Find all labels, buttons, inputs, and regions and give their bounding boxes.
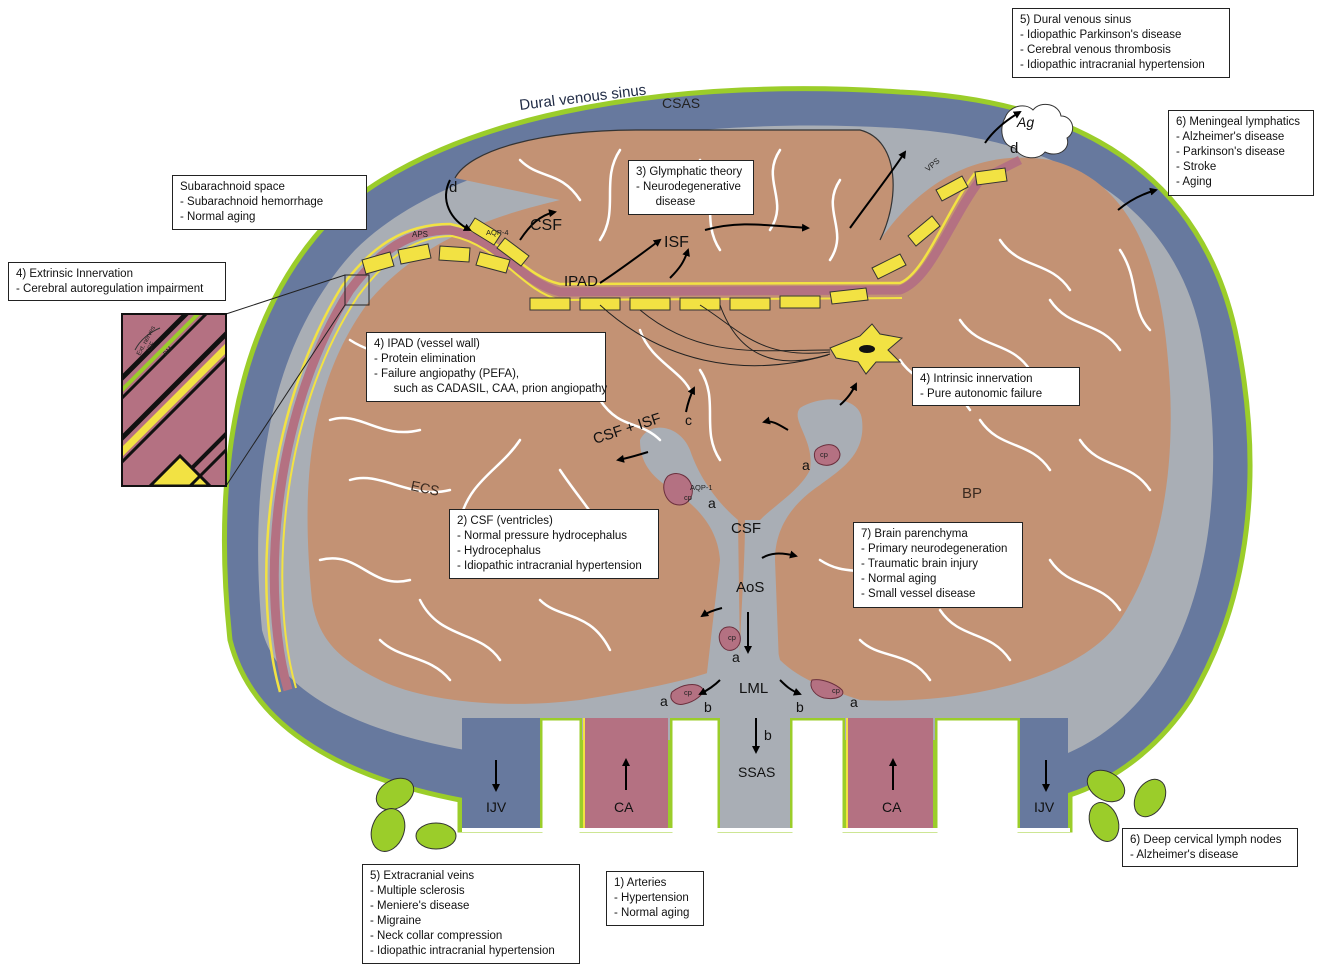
csf-ventricle-label: CSF [731, 520, 761, 537]
ipad-label: IPAD [564, 273, 598, 290]
c-label: c [685, 412, 692, 428]
box-item: Normal aging [180, 210, 359, 225]
cp-label-4: cp [684, 688, 692, 697]
cp-label-3: cp [728, 633, 736, 642]
cp-label-1: cp [684, 493, 692, 502]
ijv-right-label: IJV [1034, 799, 1055, 815]
d-left-label: d [449, 179, 457, 196]
b-label-2: b [796, 699, 804, 715]
b-label-1: b [704, 699, 712, 715]
box-item: Alzheimer's disease [1176, 130, 1306, 145]
a-label-3: a [732, 649, 740, 665]
box-ipad-title: 4) IPAD (vessel wall) [374, 337, 598, 352]
a-label-5: a [850, 694, 858, 710]
box-csf-ventricles-title: 2) CSF (ventricles) [457, 514, 651, 529]
box-deep-cervical-lymph-nodes: 6) Deep cervical lymph nodes Alzheimer's… [1122, 828, 1298, 867]
box-extracranial-veins: 5) Extracranial veins Multiple sclerosis… [362, 864, 580, 964]
box-item: Cerebral venous thrombosis [1020, 43, 1222, 58]
box-item: Small vessel disease [861, 587, 1015, 602]
box-item: Idiopathic intracranial hypertension [1020, 58, 1222, 73]
box-item: Idiopathic intracranial hypertension [457, 559, 651, 574]
box-item: Subarachnoid hemorrhage [180, 195, 359, 210]
lml-label: LML [739, 680, 768, 697]
cp-label-2: cp [820, 450, 828, 459]
ijv-left-label: IJV [486, 799, 507, 815]
box-lymph-nodes-title: 6) Deep cervical lymph nodes [1130, 833, 1290, 848]
box-item: disease [636, 195, 746, 210]
box-item: Protein elimination [374, 352, 598, 367]
box-csf-ventricles: 2) CSF (ventricles) Normal pressure hydr… [449, 509, 659, 579]
csf-top-label: CSF [530, 217, 562, 234]
box-item: Neurodegenerative [636, 180, 746, 195]
aps-label: APS [412, 230, 428, 239]
box-brain-parenchyma: 7) Brain parenchyma Primary neurodegener… [853, 522, 1023, 608]
box-arteries-title: 1) Arteries [614, 876, 696, 891]
box-intrinsic-title: 4) Intrinsic innervation [920, 372, 1072, 387]
neuron-nucleus [859, 345, 875, 353]
box-item: Idiopathic Parkinson's disease [1020, 28, 1222, 43]
bp-label: BP [962, 485, 982, 502]
box-item: Stroke [1176, 160, 1306, 175]
ca-right-label: CA [882, 799, 902, 815]
box-dural-venous-sinus-title: 5) Dural venous sinus [1020, 13, 1222, 28]
box-item: Migraine [370, 914, 572, 929]
box-item: Normal aging [614, 906, 696, 921]
box-item: Aging [1176, 175, 1306, 190]
a-label-1: a [708, 495, 716, 511]
box-intrinsic-innervation: 4) Intrinsic innervation Pure autonomic … [912, 367, 1080, 406]
b-label-3: b [764, 727, 772, 743]
a-label-4: a [660, 693, 668, 709]
box-item: Neck collar compression [370, 929, 572, 944]
aqp4-label: AQP-4 [486, 228, 509, 237]
box-item: Cerebral autoregulation impairment [16, 282, 218, 297]
box-item: Hypertension [614, 891, 696, 906]
a-label-2: a [802, 457, 810, 473]
box-meningeal-lymphatics: 6) Meningeal lymphatics Alzheimer's dise… [1168, 110, 1314, 196]
box-subarachnoid-space: Subarachnoid space Subarachnoid hemorrha… [172, 175, 367, 230]
aos-label: AoS [736, 579, 764, 596]
ag-label: Ag [1016, 114, 1034, 130]
box-item: such as CADASIL, CAA, prion angiopathy [374, 382, 598, 397]
box-item: Normal pressure hydrocephalus [457, 529, 651, 544]
box-item: Hydrocephalus [457, 544, 651, 559]
box-meningeal-lymphatics-title: 6) Meningeal lymphatics [1176, 115, 1306, 130]
d-right-label: d [1010, 140, 1018, 157]
csas-label: CSAS [662, 95, 700, 111]
box-extrinsic-title: 4) Extrinsic Innervation [16, 267, 218, 282]
box-item: Failure angiopathy (PEFA), [374, 367, 598, 382]
box-item: Pure autonomic failure [920, 387, 1072, 402]
box-item: Normal aging [861, 572, 1015, 587]
isf-label: ISF [664, 234, 689, 251]
box-item: Parkinson's disease [1176, 145, 1306, 160]
cp-label-5: cp [832, 686, 840, 695]
box-subarachnoid-title: Subarachnoid space [180, 180, 359, 195]
box-extracranial-title: 5) Extracranial veins [370, 869, 572, 884]
box-dural-venous-sinus: 5) Dural venous sinus Idiopathic Parkins… [1012, 8, 1230, 78]
ca-left-label: CA [614, 799, 634, 815]
box-arteries: 1) Arteries Hypertension Normal aging [606, 871, 704, 926]
box-glymphatic-theory: 3) Glymphatic theory Neurodegenerative d… [628, 160, 754, 215]
box-item: Alzheimer's disease [1130, 848, 1290, 863]
box-extrinsic-innervation: 4) Extrinsic Innervation Cerebral autore… [8, 262, 226, 301]
box-item: Meniere's disease [370, 899, 572, 914]
box-item: Primary neurodegeneration [861, 542, 1015, 557]
box-item: Multiple sclerosis [370, 884, 572, 899]
box-ipad-vessel-wall: 4) IPAD (vessel wall) Protein eliminatio… [366, 332, 606, 402]
box-glymphatic-title: 3) Glymphatic theory [636, 165, 746, 180]
aqp1-label: AQP-1 [690, 483, 713, 492]
ssas-label: SSAS [738, 764, 775, 780]
box-parenchyma-title: 7) Brain parenchyma [861, 527, 1015, 542]
box-item: Idiopathic intracranial hypertension [370, 944, 572, 959]
box-item: Traumatic brain injury [861, 557, 1015, 572]
